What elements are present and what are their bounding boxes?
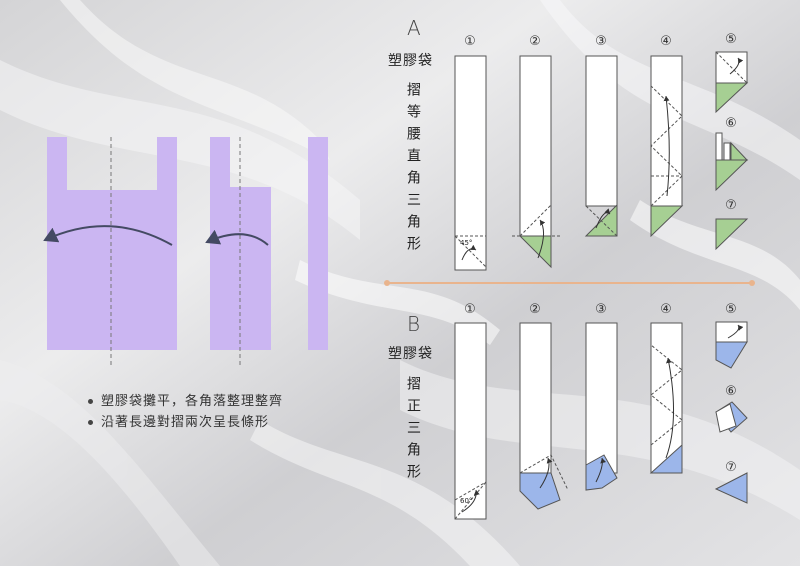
section-a-step-6: ⑥	[725, 116, 737, 131]
bullet-dot	[88, 420, 93, 425]
instruction-1: 塑膠袋攤平，各角落整理整齊	[88, 390, 283, 409]
section-b-step-6: ⑥	[725, 384, 737, 399]
section-a-vertical-title: 摺等腰直角三角形	[405, 82, 421, 258]
section-a-letter: A	[407, 16, 421, 40]
section-b-step-1: ①	[464, 302, 476, 317]
section-a-step-4: ④	[660, 34, 672, 49]
section-b-subtitle: 塑膠袋	[388, 346, 433, 362]
section-b-diagrams	[454, 321, 748, 520]
section-a-step-3: ③	[595, 34, 607, 49]
section-a-subtitle: 塑膠袋	[388, 53, 433, 69]
section-a-diagrams	[454, 51, 749, 271]
instruction-1-text: 塑膠袋攤平，各角落整理整齊	[101, 394, 284, 409]
instruction-2-text: 沿著長邊對摺兩次呈長條形	[101, 415, 270, 430]
section-a-step-1: ①	[464, 34, 476, 49]
section-a-step-2: ②	[529, 34, 541, 49]
section-a-angle-label: 45°	[460, 239, 473, 247]
flat-bag	[43, 137, 177, 365]
section-a-step-7: ⑦	[725, 198, 737, 213]
section-b-step-2: ②	[529, 302, 541, 317]
bullet-dot	[88, 399, 93, 404]
section-b-step-4: ④	[660, 302, 672, 317]
section-b-step-3: ③	[595, 302, 607, 317]
section-a-step-5: ⑤	[725, 32, 737, 47]
section-b-vertical-title: 摺正三角形	[405, 376, 421, 486]
half-folded-bag	[205, 137, 328, 365]
instruction-2: 沿著長邊對摺兩次呈長條形	[88, 411, 269, 430]
section-b-letter: B	[407, 312, 421, 336]
section-b-step-7: ⑦	[725, 460, 737, 475]
section-b-angle-label: 60°	[460, 497, 473, 505]
section-b-step-5: ⑤	[725, 302, 737, 317]
